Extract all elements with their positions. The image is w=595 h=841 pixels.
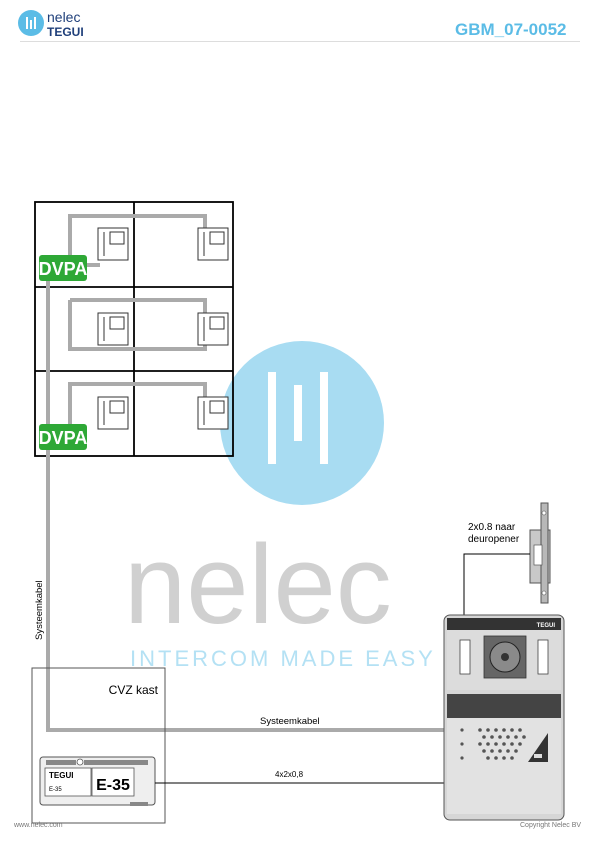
footer-copyright: Copyright Nelec BV — [520, 822, 582, 829]
cvz-cabinet — [31, 667, 166, 824]
watermark-word: nelec — [124, 522, 392, 647]
monitor-icon — [197, 227, 229, 261]
dvpa-badge-1: DVPA — [39, 255, 88, 281]
monitor-icon — [97, 396, 129, 430]
svg-text:TEGUI: TEGUI — [49, 771, 73, 780]
vertical-cable-label: Systeemkabel — [34, 580, 45, 640]
monitor-icons — [97, 227, 229, 430]
video-door-panel: TEGUI — [443, 614, 565, 821]
horizontal-cable-label: Systeemkabel — [260, 716, 320, 727]
svg-text:E-35: E-35 — [49, 787, 62, 793]
door-opener — [529, 502, 551, 604]
document-id: GBM_07-0052 — [455, 20, 567, 39]
monitor-icon — [197, 312, 229, 346]
call-button-icon — [528, 733, 548, 762]
name-card-left — [459, 639, 471, 675]
dvpa-badge-2: DVPA — [39, 424, 88, 450]
lock-cable-label-line-2: deuropener — [468, 534, 520, 545]
header-divider — [20, 41, 580, 42]
logo-brand: TEGUI — [47, 25, 84, 39]
lock-cable — [463, 553, 530, 615]
svg-text:TEGUI: TEGUI — [537, 623, 556, 629]
power-supply-e35: TEGUI E-35 E-35 — [39, 756, 156, 806]
svg-text:DVPA: DVPA — [39, 428, 88, 448]
footer-website: www.nelec.com — [14, 822, 63, 829]
monitor-icon — [97, 312, 129, 346]
watermark: nelec INTERCOM MADE EASY — [124, 341, 436, 671]
name-card-right — [537, 639, 549, 675]
monitor-icon — [197, 396, 229, 430]
speaker-grille — [460, 728, 526, 760]
nelec-logo-icon — [18, 10, 44, 36]
power-cable-label: 4x2x0,8 — [275, 770, 304, 779]
watermark-tagline: INTERCOM MADE EASY — [130, 646, 436, 671]
system-cables — [46, 214, 444, 732]
logo-name: nelec — [47, 9, 81, 25]
svg-text:DVPA: DVPA — [39, 259, 88, 279]
svg-text:E-35: E-35 — [96, 777, 130, 794]
lock-cable-label-line-1: 2x0.8 naar — [468, 522, 516, 533]
cabinet-label: CVZ kast — [109, 683, 159, 697]
monitor-icon — [97, 227, 129, 261]
apartment-grid — [34, 201, 234, 457]
